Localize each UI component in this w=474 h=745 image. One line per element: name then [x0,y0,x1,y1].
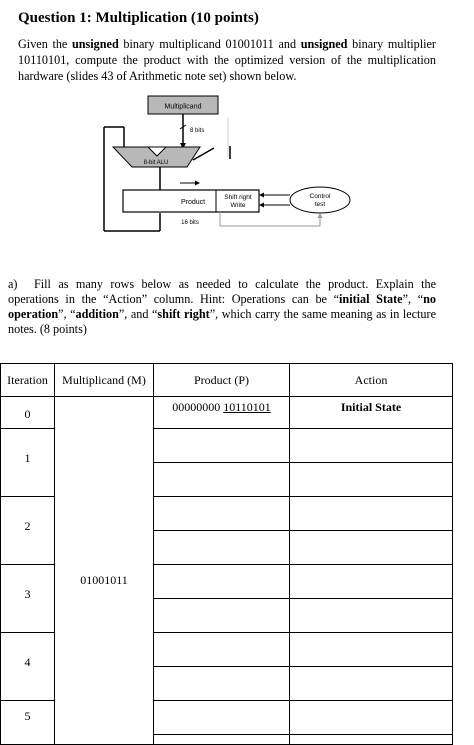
product-cell[interactable] [153,734,290,745]
product-cell[interactable]: 00000000 10110101 [153,396,290,429]
iteration-cell: 4 [0,632,55,701]
multiplicand-label: Multiplicand [165,104,202,111]
action-cell[interactable] [289,632,453,667]
action-cell[interactable] [289,496,453,531]
action-cell[interactable] [289,734,453,745]
product-cell[interactable] [153,496,290,531]
bits8-label: 8 bits [190,128,204,134]
header-product: Product (P) [153,363,290,397]
product-cell[interactable] [153,632,290,667]
alu-label: 8-bit ALU [144,160,169,166]
action-cell[interactable] [289,700,453,735]
multiplicand-value: 01001011 [54,396,154,745]
iteration-cell: 1 [0,428,55,497]
product-cell[interactable] [153,530,290,565]
product-register [122,189,260,213]
header-multiplicand: Multiplicand (M) [54,363,154,397]
iteration-cell: 3 [0,564,55,633]
question-intro: Given the unsigned binary multiplicand 0… [18,37,436,83]
question-title: Question 1: Multiplication (10 points) [18,10,259,26]
iteration-cell: 0 [0,396,55,429]
product-cell[interactable] [153,462,290,497]
product-cell[interactable] [153,666,290,701]
bits16-label: 16 bits [181,220,199,226]
alu-shape [111,146,201,168]
iteration-cell: 5 [0,700,55,745]
control-test-unit [289,186,351,214]
part-a-instructions: a)Fill as many rows below as needed to c… [8,277,436,336]
action-cell[interactable] [289,428,453,463]
product-cell[interactable] [153,564,290,599]
test-label: test [315,201,326,208]
product-cell[interactable] [153,598,290,633]
product-label: Product [181,199,205,206]
action-cell[interactable] [289,598,453,633]
shift-right-label: Shift right [224,194,252,201]
iteration-cell: 2 [0,496,55,565]
control-label: Control [310,193,332,200]
action-cell[interactable] [289,530,453,565]
action-cell[interactable] [289,564,453,599]
multiplication-hardware-diagram: Multiplicand 8 bits 8-bit ALU Product Sh… [103,95,351,232]
product-cell[interactable] [153,428,290,463]
multiplication-table: Iteration Multiplicand (M) Product (P) A… [0,363,453,745]
action-cell[interactable] [289,462,453,497]
action-cell[interactable] [289,666,453,701]
action-cell[interactable]: Initial State [289,396,453,429]
product-cell[interactable] [153,700,290,735]
write-label: Write [230,202,245,209]
header-iteration: Iteration [0,363,55,397]
header-action: Action [289,363,453,397]
